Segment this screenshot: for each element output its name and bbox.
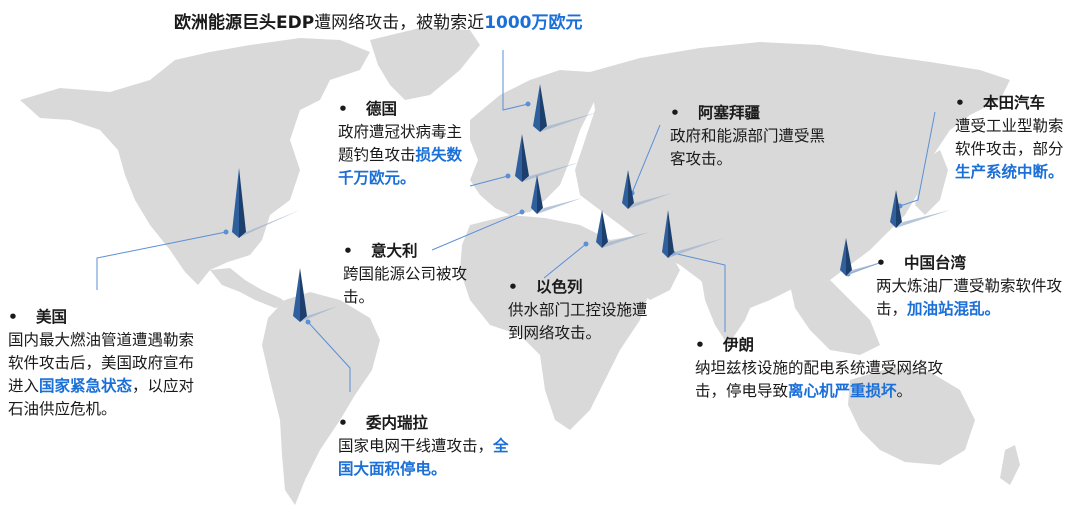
connector-venezuela [307, 321, 351, 392]
land-africa [460, 215, 650, 430]
annotation-azerbaijan: • 阿塞拜疆 政府和能源部门遭受黑客攻击。 [670, 102, 830, 171]
land-asia [575, 42, 1010, 310]
connector-dot-edp [525, 101, 531, 107]
land-north-america [20, 38, 370, 285]
land-japan [915, 150, 948, 215]
bullet: • [508, 278, 518, 296]
annotation-italy: • 意大利 跨国能源公司被攻击。 [343, 240, 488, 309]
annotation-title: 委内瑞拉 [366, 414, 429, 432]
annotation-highlight: 生产系统中断。 [955, 163, 1064, 181]
land-india [700, 268, 760, 345]
annotation-highlight: 全国大面积停电。 [338, 437, 509, 478]
land-australia [848, 368, 975, 465]
annotation-text: 国家电网干线遭攻击， [338, 437, 494, 455]
annotation-honda: • 本田汽车 遭受工业型勒索软件攻击，部分生产系统中断。 [955, 92, 1077, 184]
annotation-text: 纳坦兹核设施的配电系统遭受网络攻击，停电导致 [695, 359, 944, 400]
spike-marker-germany [515, 134, 580, 182]
annotation-israel: • 以色列 供水部门工控设施遭到网络攻击。 [508, 276, 658, 345]
spike-marker-venezuela [293, 268, 338, 322]
headline-text: 遭网络攻击，被勒索近 [314, 13, 485, 33]
land-new-zealand [1000, 445, 1020, 485]
headline-highlight: 1000万欧元 [484, 13, 583, 33]
bullet: • [338, 100, 348, 118]
annotation-title: 本田汽车 [983, 94, 1046, 112]
connector-dot-italy [519, 209, 525, 215]
annotation-usa: • 美国 国内最大燃油管道遭遇勒索软件攻击后，美国政府宣布进入国家紧急状态，以应对… [8, 306, 198, 421]
spike-marker-italy [531, 175, 582, 214]
annotation-highlight: 损失数千万欧元。 [338, 146, 463, 187]
connector-germany [469, 175, 509, 187]
headline: 欧洲能源巨头EDP遭网络攻击，被勒索近1000万欧元 [174, 8, 583, 33]
spike-marker-iran [662, 210, 724, 258]
bullet: • [343, 242, 353, 260]
bullet: • [338, 414, 348, 432]
annotation-highlight: 国家紧急状态 [39, 377, 133, 395]
connector-dot-usa [223, 229, 229, 235]
connector-iran [672, 252, 726, 332]
annotation-text: 政府遭冠状病毒主题钓鱼攻击 [338, 123, 463, 164]
connector-honda [899, 111, 936, 207]
annotation-highlight: 离心机严重损坏 [788, 382, 897, 400]
spike-marker-azerbaijan [622, 170, 672, 209]
annotation-title: 阿塞拜疆 [698, 104, 761, 122]
connector-dot-germany [505, 173, 511, 179]
annotation-title: 中国台湾 [904, 254, 967, 272]
annotation-text: 跨国能源公司被攻击。 [343, 265, 468, 306]
bullet: • [695, 336, 705, 354]
annotation-text: 遭受工业型勒索软件攻击，部分 [955, 117, 1064, 158]
annotation-text: 供水部门工控设施遭到网络攻击。 [508, 301, 648, 342]
annotation-title: 意大利 [371, 242, 418, 260]
connector-usa [96, 231, 227, 290]
annotation-highlight: 加油站混乱。 [907, 300, 1001, 318]
annotation-iran: • 伊朗 纳坦兹核设施的配电系统遭受网络攻击，停电导致离心机严重损坏。 [695, 334, 960, 403]
annotation-text: 两大炼油厂遭受勒索软件攻击， [876, 277, 1063, 318]
bullet: • [876, 254, 886, 272]
annotation-venezuela: • 委内瑞拉 国家电网干线遭攻击，全国大面积停电。 [338, 412, 523, 481]
bullet: • [8, 308, 18, 326]
headline-bold: 欧洲能源巨头EDP [174, 13, 315, 33]
annotation-title: 德国 [366, 100, 398, 118]
connector-edp [502, 50, 529, 111]
spike-marker-honda [890, 190, 950, 228]
annotation-title: 美国 [36, 308, 68, 326]
land-central-america [210, 268, 290, 308]
connector-israel [543, 243, 587, 279]
annotation-text: 政府和能源部门遭受黑客攻击。 [670, 127, 826, 168]
spike-marker-taiwan [840, 238, 882, 276]
annotation-suffix: 。 [896, 382, 913, 400]
connector-dot-venezuela [305, 319, 311, 325]
annotation-title: 伊朗 [723, 336, 755, 354]
spike-marker-israel [596, 210, 650, 248]
annotation-text: 国内最大燃油管道遭遇勒索软件攻击后，美国政府宣布进入 [8, 331, 195, 395]
land-greenland [370, 28, 480, 100]
land-south-america [262, 292, 380, 505]
spike-marker-usa [232, 168, 300, 238]
annotation-title: 以色列 [536, 278, 583, 296]
connector-azerbaijan [631, 124, 661, 194]
connector-dot-israel [583, 241, 589, 247]
annotation-suffix: ，以应对石油供应危机。 [8, 377, 195, 418]
bullet: • [955, 94, 965, 112]
spike-marker-edp [533, 84, 598, 132]
bullet: • [670, 104, 680, 122]
annotation-germany: • 德国 政府遭冠状病毒主题钓鱼攻击损失数千万欧元。 [338, 98, 473, 190]
land-southeast-asia [790, 280, 880, 355]
annotation-taiwan: • 中国台湾 两大炼油厂遭受勒索软件攻击，加油站混乱。 [876, 252, 1076, 321]
connector-italy [431, 211, 523, 251]
